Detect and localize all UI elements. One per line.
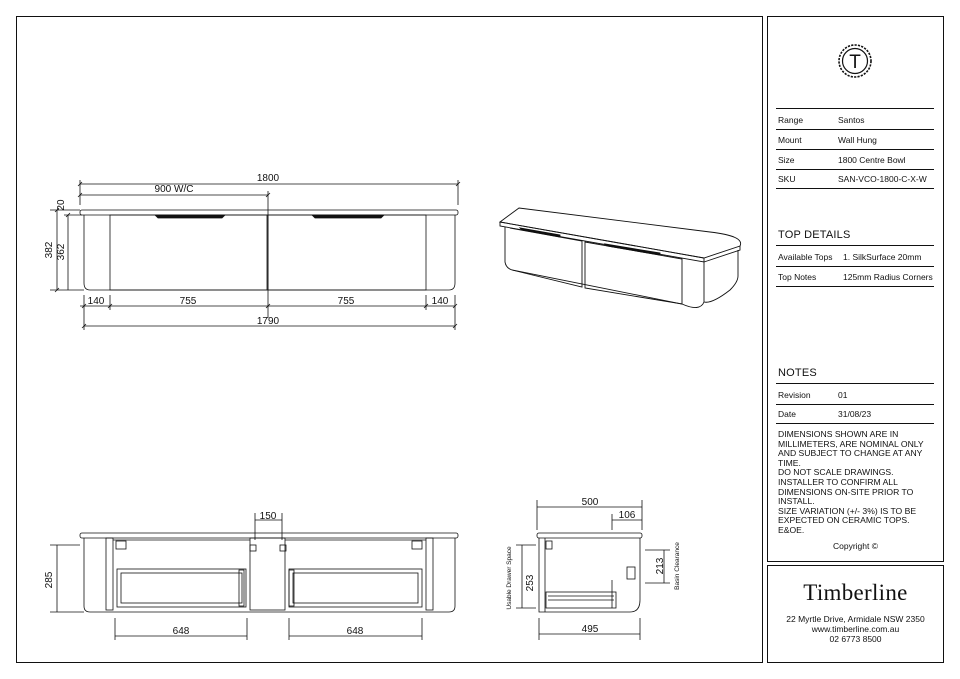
notes-row-date: Date 31/08/23	[776, 404, 934, 424]
dim-segment-1: 140	[88, 296, 105, 307]
dim-internal-gap: 150	[260, 511, 277, 522]
logo-glyph: T	[849, 52, 861, 73]
brand-phone: 02 6773 8500	[829, 634, 882, 644]
spec-row-range: Range Santos	[776, 110, 934, 130]
disclaimer-line: DIMENSIONS ON-SITE PRIOR TO	[778, 486, 914, 497]
disclaimer-line: DIMENSIONS SHOWN ARE IN	[778, 429, 899, 439]
timberline-seal-icon: T	[838, 44, 872, 78]
top-detail-key: Top Notes	[778, 272, 817, 282]
notes-title: NOTES	[778, 367, 817, 379]
dim-depth: 500	[582, 497, 599, 508]
side-dimension-labels: 500 106 253 213 495 Usable Drawer Space …	[506, 497, 681, 635]
spec-key: Mount	[778, 135, 802, 145]
disclaimer-text: DIMENSIONS SHOWN ARE IN MILLIMETERS, ARE…	[778, 429, 938, 536]
front-handle-right	[311, 214, 385, 219]
spec-key: Range	[778, 115, 804, 125]
dim-internal-height: 285	[44, 571, 55, 588]
front-elevation	[50, 180, 461, 330]
spec-row-sku: SKU SAN-VCO-1800-C-X-W	[776, 169, 934, 189]
disclaimer-line: INSTALL.	[778, 496, 815, 507]
iso-top-side-edge	[703, 246, 741, 263]
iso-handle-right	[603, 243, 661, 256]
front-drawer-left	[109, 214, 268, 291]
front-top-slab	[79, 209, 459, 216]
iso-top-edge	[499, 221, 705, 263]
dim-drawer-width-right: 648	[347, 626, 364, 637]
notes-key: Date	[778, 409, 796, 419]
top-details-row-notes: Top Notes 125mm Radius Corners	[776, 267, 934, 287]
dim-overall-width: 1800	[257, 173, 280, 184]
notes-value: 31/08/23	[838, 409, 872, 419]
iso-handle-left	[518, 227, 561, 238]
iso-drawer-left	[509, 227, 583, 288]
dim-drawer-space: 253	[525, 574, 536, 591]
dim-overall-height: 382	[44, 241, 55, 258]
dim-segment-4: 140	[432, 296, 449, 307]
brand-website[interactable]: www.timberline.com.au	[811, 624, 900, 634]
spec-key: Size	[778, 155, 795, 165]
notes-rule	[776, 383, 934, 384]
disclaimer-line: INSTALLER TO CONFIRM ALL	[778, 476, 898, 487]
spec-value: Santos	[838, 115, 865, 125]
dim-segment-3: 755	[338, 296, 355, 307]
dim-top-thickness: 20	[56, 199, 67, 211]
disclaimer-line: EXPECTED ON CERAMIC TOPS.	[778, 515, 910, 526]
internal-dimension-labels: 150 285 648 648	[44, 511, 364, 637]
title-block-frame	[767, 16, 944, 562]
iso-cabinet-front	[504, 227, 705, 308]
disclaimer-line: TIME.	[778, 457, 801, 468]
disclaimer-line: AND SUBJECT TO CHANGE AT ANY	[778, 448, 923, 459]
top-details-title: TOP DETAILS	[778, 229, 851, 241]
copyright-text: Copyright ©	[832, 541, 878, 551]
front-cabinet-outline	[83, 215, 456, 291]
front-drawer-right	[267, 214, 427, 291]
notes-key: Revision	[778, 390, 811, 400]
dim-waste-centre: 900 W/C	[155, 184, 194, 195]
front-dimension-labels: 1800 900 W/C 140 755 755 140 1790 20 382…	[44, 173, 449, 327]
drawing-area-frame	[16, 16, 763, 663]
top-detail-value: 1. SilkSurface 20mm	[843, 252, 922, 262]
dim-segment-2: 755	[180, 296, 197, 307]
iso-cabinet-side	[703, 250, 739, 303]
top-details-rule	[776, 245, 934, 246]
notes-value: 01	[838, 390, 848, 400]
label-basin-clearance: Basin Clearance	[674, 542, 681, 590]
dim-cabinet-height: 362	[56, 243, 67, 260]
disclaimer-line: SIZE VARIATION (+/- 3%) IS TO BE	[778, 505, 917, 516]
spec-row-mount: Mount Wall Hung	[776, 130, 934, 150]
top-details-row-tops: Available Tops 1. SilkSurface 20mm	[776, 247, 934, 267]
disclaimer-line: DO NOT SCALE DRAWINGS.	[778, 467, 894, 478]
spec-row-size: Size 1800 Centre Bowl	[776, 150, 934, 170]
dim-inner-depth: 495	[582, 624, 599, 635]
front-handle-left	[154, 214, 226, 219]
spec-top-rule	[776, 108, 934, 109]
brand-block-frame	[767, 565, 944, 663]
spec-key: SKU	[778, 174, 796, 184]
side-section-view	[516, 500, 670, 640]
dim-offset: 106	[619, 510, 636, 521]
dim-drawer-width-left: 648	[173, 626, 190, 637]
internal-view	[50, 513, 459, 640]
iso-top-surface	[498, 207, 742, 259]
brand-address: 22 Myrtle Drive, Armidale NSW 2350	[786, 614, 925, 624]
spec-value: Wall Hung	[838, 135, 877, 145]
top-detail-key: Available Tops	[778, 252, 833, 262]
dim-cabinet-width: 1790	[257, 316, 280, 327]
label-usable-drawer-space: Usable Drawer Space	[506, 546, 513, 610]
spec-value: 1800 Centre Bowl	[838, 155, 906, 165]
isometric-view	[498, 207, 742, 308]
dim-basin-clearance: 213	[655, 557, 666, 574]
top-detail-value: 125mm Radius Corners	[843, 272, 933, 282]
brand-name: Timberline	[803, 580, 908, 605]
disclaimer-line: E&OE.	[778, 524, 805, 535]
spec-value: SAN-VCO-1800-C-X-W	[838, 174, 927, 184]
disclaimer-line: MILLIMETERS, ARE NOMINAL ONLY	[778, 438, 924, 449]
notes-row-revision: Revision 01	[776, 385, 934, 405]
